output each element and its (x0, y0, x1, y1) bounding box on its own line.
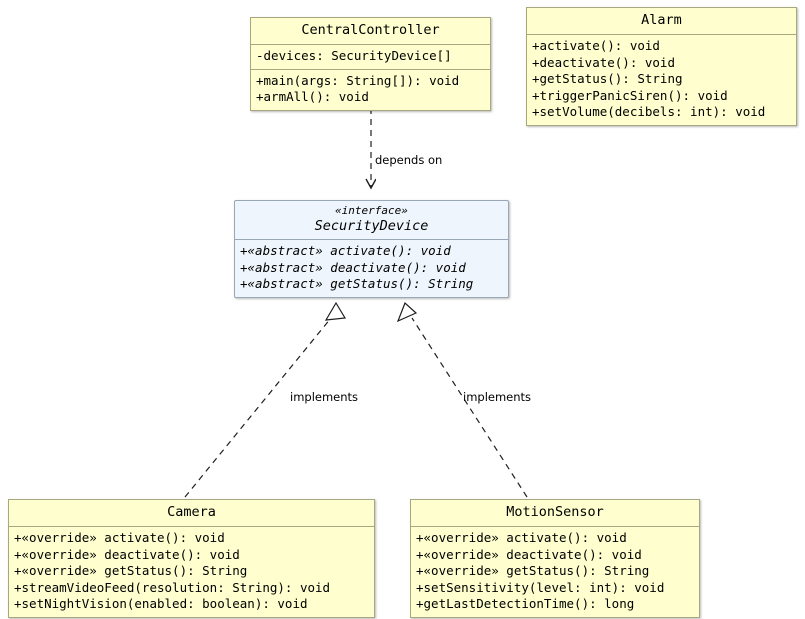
class-method: +armAll(): void (256, 89, 369, 104)
edge-label-motionsensor-implements: implements (463, 390, 532, 404)
class-box-alarm[interactable]: Alarm +activate(): void +deactivate(): v… (526, 7, 797, 126)
interface-method: +«abstract» activate(): void (240, 243, 451, 258)
class-title-motion-sensor: MotionSensor (411, 500, 699, 526)
interface-title-security-device: «interface» SecurityDevice (235, 201, 508, 239)
class-box-central-controller[interactable]: CentralController -devices: SecurityDevi… (250, 17, 491, 111)
class-method: +triggerPanicSiren(): void (532, 87, 728, 103)
attributes-compartment-central-controller: -devices: SecurityDevice[] (251, 45, 490, 69)
class-name-motion-sensor: MotionSensor (506, 504, 604, 520)
class-method: +getLastDetectionTime(): long (416, 596, 635, 611)
class-method: +getStatus(): String (532, 71, 683, 86)
interface-box-security-device[interactable]: «interface» SecurityDevice +«abstract» a… (234, 200, 509, 298)
class-method: +streamVideoFeed(resolution: String): vo… (14, 579, 331, 595)
compartment-divider (235, 239, 508, 240)
class-box-camera[interactable]: Camera +«override» activate(): void +«ov… (8, 499, 375, 618)
class-attribute: -devices: SecurityDevice[] (256, 48, 452, 63)
methods-compartment-camera: +«override» activate(): void +«override»… (9, 527, 374, 617)
methods-compartment-alarm: +activate(): void +deactivate(): void +g… (527, 35, 796, 125)
class-method: +setSensitivity(level: int): void (416, 579, 665, 595)
class-name-camera: Camera (167, 504, 216, 520)
class-method: +main(args: String[]): void (256, 72, 460, 88)
class-method: +activate(): void (532, 38, 660, 53)
class-method: +«override» activate(): void (14, 530, 225, 545)
class-title-camera: Camera (9, 500, 374, 526)
interface-stereotype: «interface» (335, 204, 408, 217)
class-title-alarm: Alarm (527, 8, 796, 34)
compartment-divider (251, 68, 490, 70)
class-title-central-controller: CentralController (251, 18, 490, 44)
methods-compartment-central-controller: +main(args: String[]): void +armAll(): v… (251, 70, 490, 110)
class-method: +deactivate(): void (532, 54, 675, 70)
class-method: +«override» getStatus(): String (14, 563, 248, 578)
methods-compartment-security-device: +«abstract» activate(): void +«abstract»… (235, 240, 508, 297)
camera-realization-triangle (324, 301, 346, 321)
camera-realization-line (184, 317, 332, 498)
compartment-divider (251, 44, 490, 45)
class-box-motion-sensor[interactable]: MotionSensor +«override» activate(): voi… (410, 499, 700, 618)
class-method: +«override» deactivate(): void (14, 546, 240, 562)
compartment-divider (411, 526, 699, 527)
motionsensor-realization-line (411, 317, 528, 498)
class-method: +«override» activate(): void (416, 530, 627, 545)
class-method: +«override» deactivate(): void (416, 546, 642, 562)
class-name-central-controller: CentralController (301, 22, 440, 38)
methods-compartment-motion-sensor: +«override» activate(): void +«override»… (411, 527, 699, 617)
class-method: +setNightVision(enabled: boolean): void (14, 596, 308, 611)
interface-method: +«abstract» deactivate(): void (240, 259, 466, 275)
class-method: +setVolume(decibels: int): void (532, 104, 766, 119)
class-name-alarm: Alarm (641, 12, 682, 28)
motionsensor-realization-triangle (396, 301, 418, 323)
class-method: +«override» getStatus(): String (416, 563, 650, 578)
interface-method: +«abstract» getStatus(): String (240, 276, 474, 291)
interface-name-security-device: SecurityDevice (314, 218, 429, 234)
compartment-divider (9, 526, 374, 527)
edge-label-depends-on: depends on (375, 153, 443, 167)
edge-label-camera-implements: implements (290, 390, 359, 404)
compartment-divider (527, 34, 796, 35)
